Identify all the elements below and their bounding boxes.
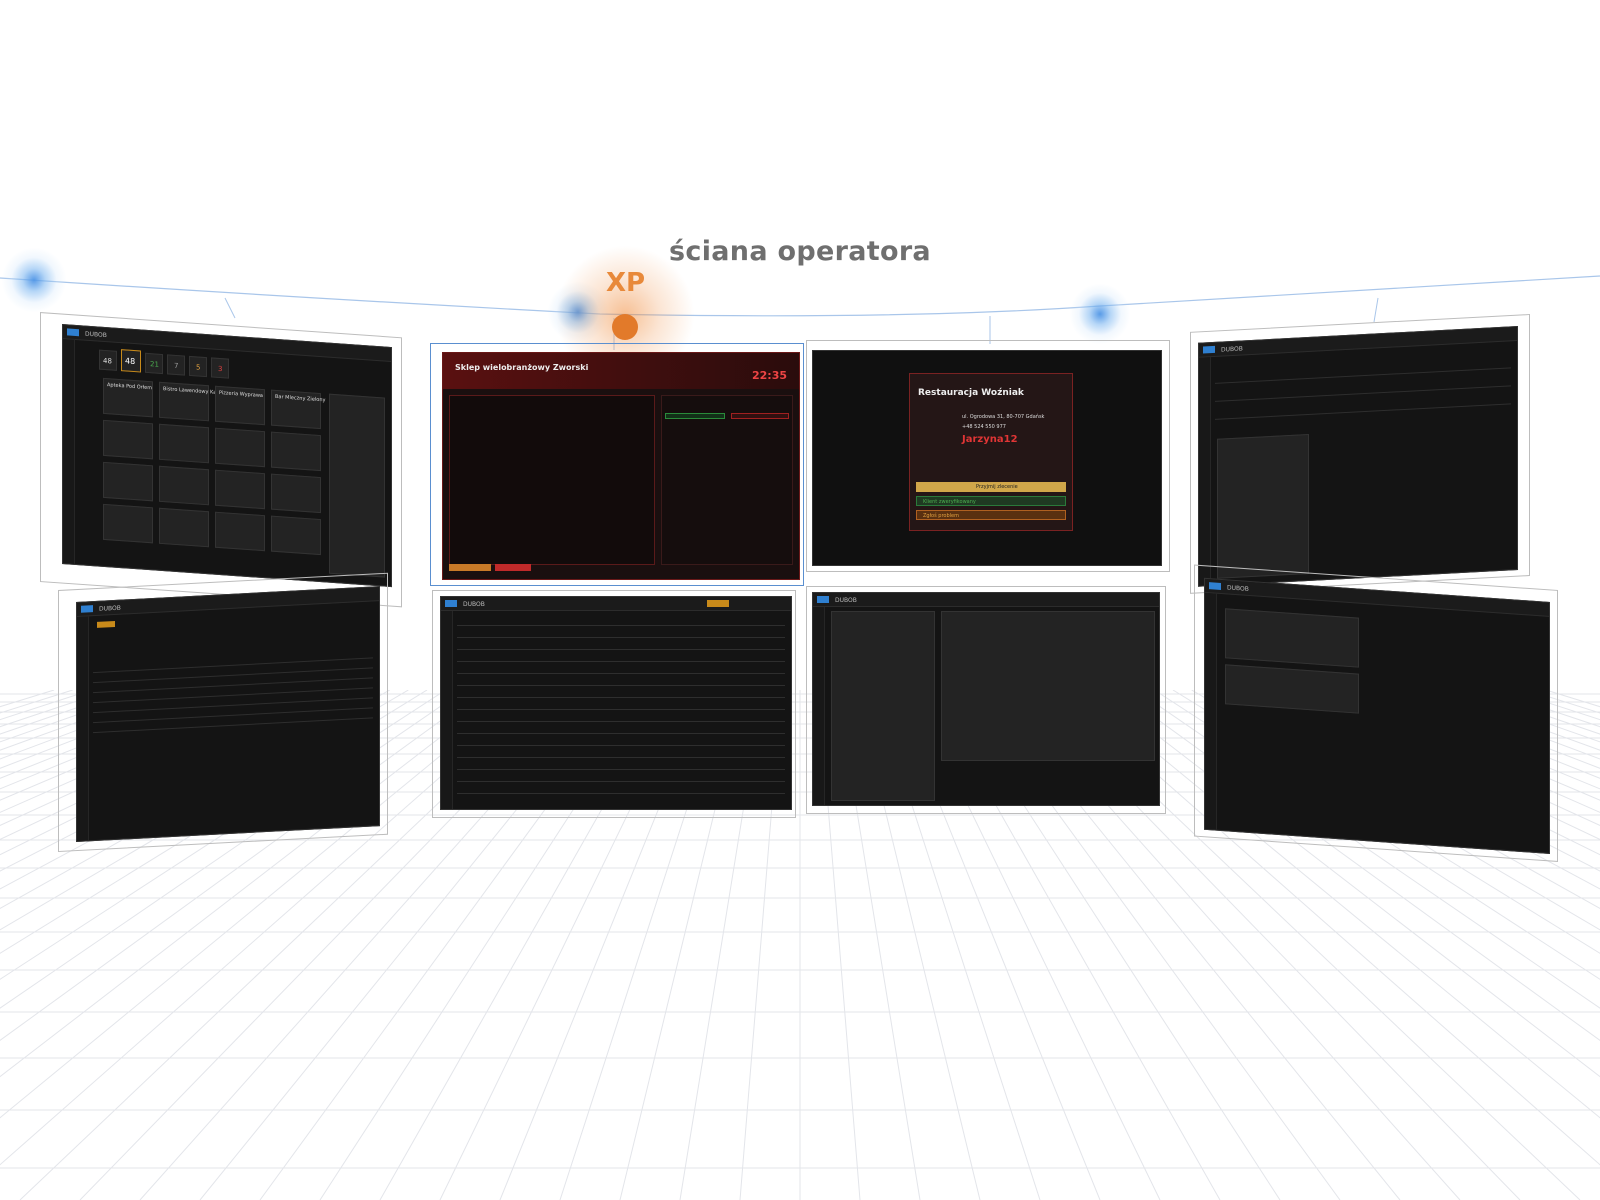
floor-grid-line — [0, 690, 260, 801]
screen-frame-modal — [806, 340, 1170, 572]
counter-card[interactable]: 5 — [189, 355, 207, 378]
form-right-panel[interactable] — [941, 611, 1155, 761]
app-logo — [81, 605, 93, 613]
screen-frame-form — [806, 586, 1166, 814]
floor-grid-line — [0, 690, 55, 708]
reject-button[interactable] — [731, 413, 789, 419]
order-tile[interactable]: Bistro Lawendowy Kawa — [159, 381, 223, 422]
summary-card[interactable] — [1225, 608, 1359, 668]
screen-table[interactable]: DUBOB — [440, 596, 792, 810]
wire-node-left — [2, 248, 66, 312]
screen-orders[interactable]: DUBOB — [76, 586, 380, 842]
order-tile[interactable] — [215, 469, 265, 510]
brand-label: DUBOB — [835, 597, 857, 604]
modal-address: ul. Ogrodowa 31, 80-707 Gdańsk — [962, 414, 1045, 420]
sidebar — [63, 339, 75, 564]
modal-green-button[interactable]: Klient zweryfikowany — [916, 496, 1066, 506]
filter-tab-active[interactable] — [97, 620, 115, 628]
floor-grid-line — [1377, 690, 1600, 779]
form-left-panel[interactable] — [831, 611, 935, 801]
floor-grid-line — [0, 690, 223, 779]
brand-label: DUBOB — [85, 330, 107, 340]
app-logo — [817, 596, 829, 603]
modal-title: Restauracja Woźniak — [918, 388, 1024, 398]
screen-summary[interactable]: DUBOB — [1204, 577, 1550, 854]
screen-list[interactable]: DUBOB — [1198, 326, 1518, 587]
modal-confirm-button[interactable]: Przyjmij zlecenie — [916, 482, 1066, 492]
alert-action-orange[interactable] — [449, 564, 491, 571]
accept-button[interactable] — [665, 413, 725, 419]
order-tile[interactable]: Apteka Pod Orłem — [103, 377, 153, 418]
order-tile[interactable] — [103, 461, 153, 502]
brand-label: DUBOB — [463, 601, 485, 608]
alert-header — [443, 353, 799, 389]
order-tile[interactable] — [159, 465, 209, 506]
app-logo — [1203, 345, 1215, 354]
order-tile[interactable]: Bar Mleczny Zielony — [271, 389, 325, 430]
screen-frame-table — [432, 590, 796, 818]
header-action-button[interactable] — [707, 600, 729, 607]
order-tile[interactable] — [271, 473, 321, 514]
sidebar — [1199, 357, 1211, 586]
screen-dashboard[interactable]: DUBOB 48 48 21 7 5 3 Apteka Pod Orłem Bi… — [62, 324, 392, 588]
xp-marker[interactable] — [612, 314, 638, 340]
brand-label: DUBOB — [1221, 345, 1243, 354]
counter-card[interactable]: 7 — [167, 354, 185, 376]
order-tile[interactable]: Pizzeria Wyprawa — [215, 385, 265, 426]
floor-grid-line — [1079, 690, 1600, 1119]
order-tile[interactable] — [103, 503, 153, 544]
alert-title: Sklep wielobranżowy Zworski — [455, 363, 589, 372]
alert-main-panel — [449, 395, 655, 565]
order-tile[interactable] — [159, 423, 209, 464]
order-tile[interactable] — [271, 431, 321, 472]
screen-form[interactable]: DUBOB — [812, 592, 1160, 806]
brand-label: DUBOB — [99, 604, 121, 613]
topbar — [441, 597, 791, 611]
order-tile[interactable] — [103, 419, 153, 460]
alert-side-panel — [661, 395, 793, 565]
app-logo — [445, 600, 457, 607]
order-tile[interactable] — [215, 427, 265, 468]
counter-card[interactable]: 48 — [121, 349, 141, 373]
summary-card[interactable] — [1225, 664, 1359, 714]
modal-code: Jarzyna12 — [962, 434, 1018, 445]
alert-action-red[interactable] — [495, 564, 531, 571]
app-logo — [67, 328, 79, 337]
counter-card[interactable]: 48 — [99, 349, 117, 371]
brand-label: DUBOB — [1227, 584, 1249, 593]
sidebar — [813, 607, 825, 805]
sidebar — [441, 611, 453, 809]
floor-grid-line — [0, 690, 502, 1078]
modal-phone: +48 524 550 977 — [962, 424, 1006, 430]
wall-title: ściana operatora — [669, 236, 931, 267]
wire-node-center-right — [1070, 284, 1130, 344]
modal-orange-button[interactable]: Zgłoś problem — [916, 510, 1066, 520]
xp-label: XP — [606, 268, 646, 298]
counter-card[interactable]: 21 — [145, 352, 163, 375]
order-tile[interactable] — [215, 511, 265, 552]
counter-card[interactable]: 3 — [211, 357, 229, 379]
activity-panel — [329, 393, 385, 578]
sidebar — [1205, 592, 1217, 830]
app-logo — [1209, 582, 1221, 590]
screen-frame-alert — [430, 343, 804, 586]
floor-grid-line — [0, 690, 241, 790]
modal-dialog[interactable]: Restauracja Woźniak ul. Ogrodowa 31, 80-… — [909, 373, 1073, 531]
order-tile[interactable] — [159, 507, 209, 548]
floor-grid-line — [1359, 690, 1600, 790]
floor-grid-line — [0, 690, 521, 1119]
detail-panel — [1217, 433, 1309, 579]
order-tile[interactable] — [271, 515, 321, 556]
screen-alert[interactable]: Sklep wielobranżowy Zworski 22:35 — [442, 352, 800, 580]
sidebar — [77, 616, 89, 841]
alert-timer: 22:35 — [751, 369, 787, 382]
screen-modal[interactable]: Restauracja Woźniak ul. Ogrodowa 31, 80-… — [812, 350, 1162, 566]
topbar — [813, 593, 1159, 607]
